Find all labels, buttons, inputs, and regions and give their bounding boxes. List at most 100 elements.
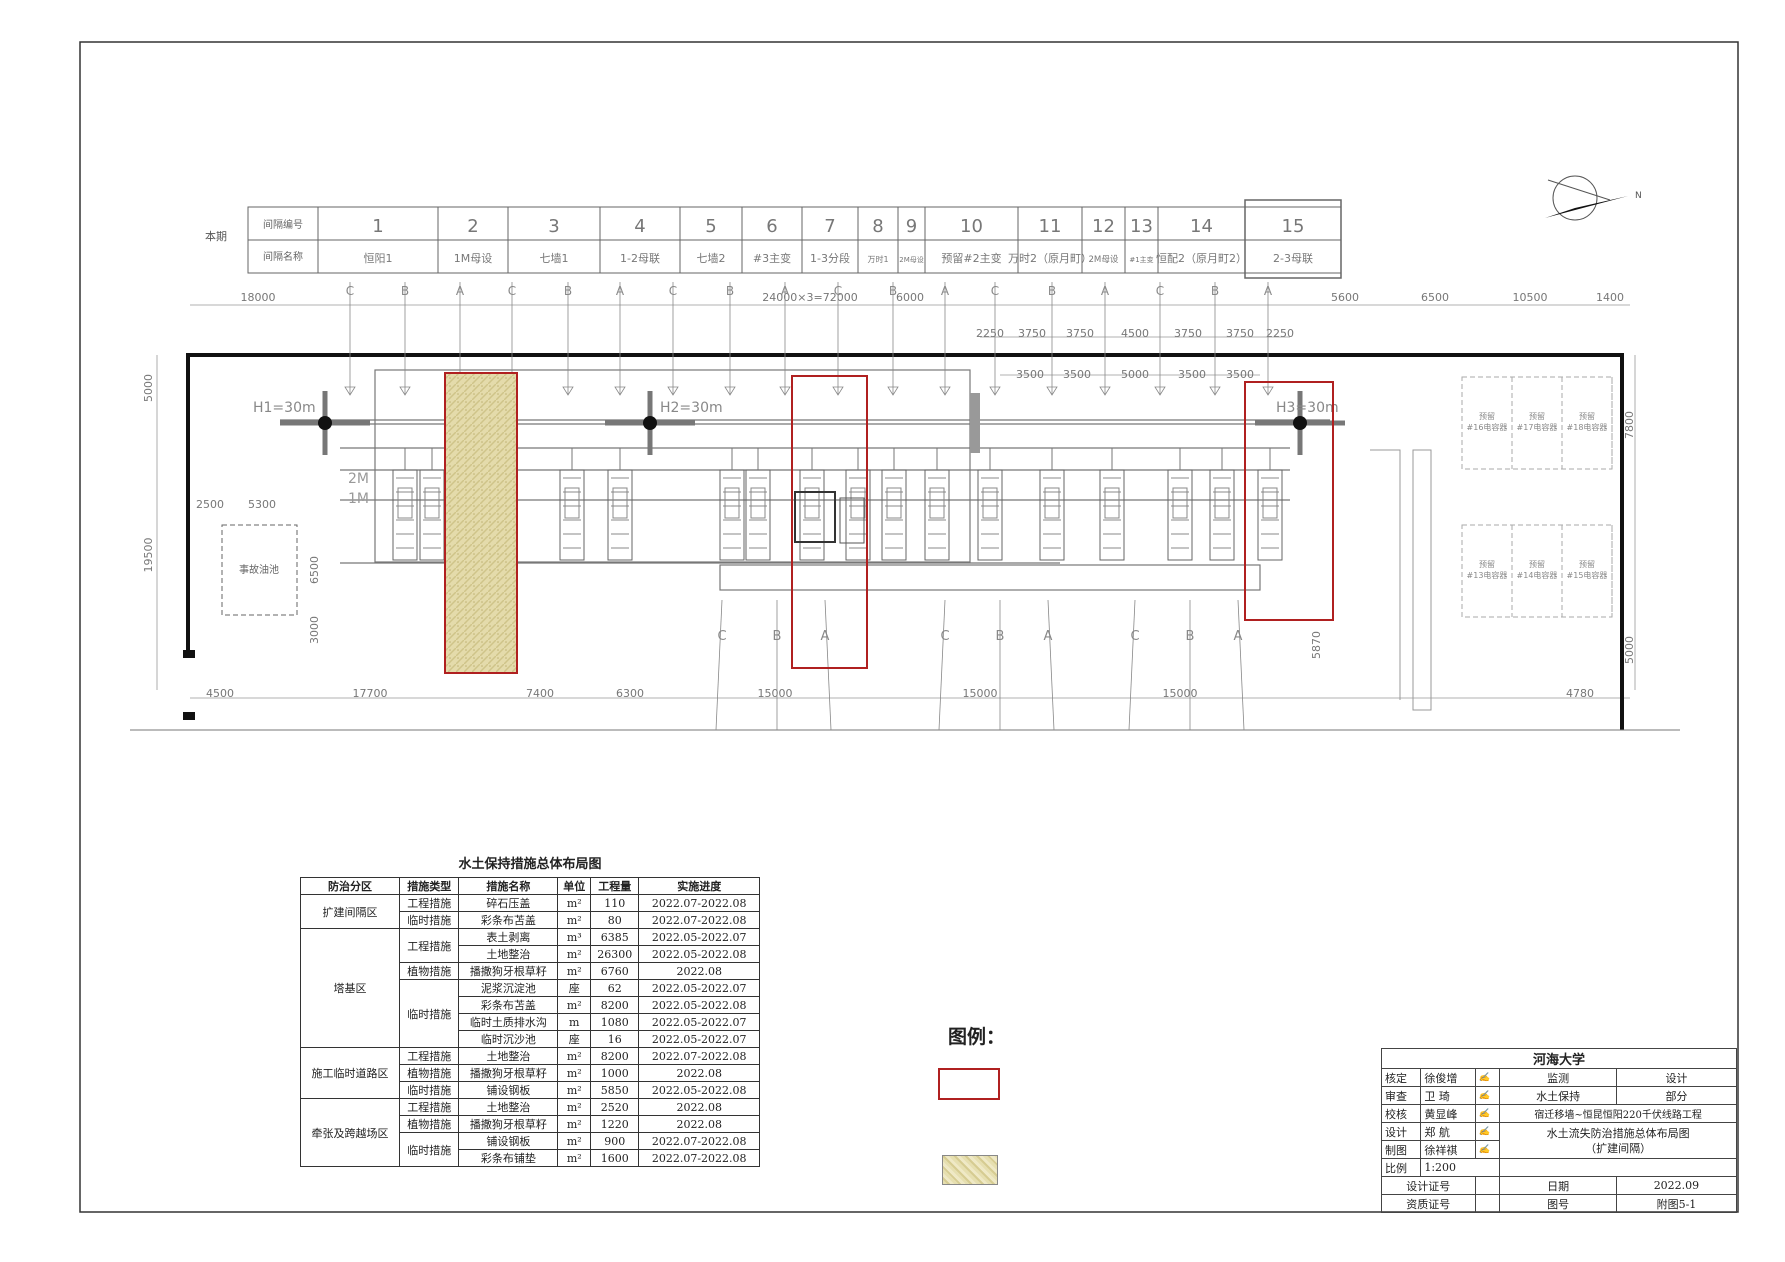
bay-number: 10 [960, 216, 983, 237]
dimension-text: 18000 [241, 291, 276, 304]
table-cell-type: 植物措施 [399, 1064, 460, 1082]
sheet-frame [79, 41, 1739, 1213]
insulator-icon [562, 386, 574, 396]
table-cell-period: 2022.05-2022.08 [638, 1081, 760, 1099]
dimension-text: 3500 [1178, 368, 1206, 381]
table-cell-qty: 6760 [590, 962, 640, 980]
column-header: 防治分区 [299, 877, 401, 895]
table-cell-unit: m² [557, 962, 592, 980]
signature: ✍ [1474, 1140, 1501, 1159]
dimension-text: 5000 [142, 374, 155, 402]
outgoing-line [715, 599, 723, 731]
insulator-icon [399, 386, 411, 396]
column-header: 措施名称 [458, 877, 559, 895]
table-cell-qty: 2520 [590, 1098, 640, 1116]
lightning-rod [280, 391, 370, 455]
bay-number: 12 [1092, 216, 1115, 237]
phase-label: A [1264, 284, 1273, 298]
drawing-subtitle: （扩建间隔） [1585, 1141, 1652, 1155]
reserved-area [1461, 524, 1613, 618]
outgoing-line [1047, 599, 1055, 731]
phase-label: B [726, 284, 734, 298]
bay-name: 七墙2 [697, 251, 726, 265]
bus-label-1m: 1M [348, 491, 369, 507]
lightning-rod-icon [643, 416, 657, 430]
signature: ✍ [1474, 1104, 1501, 1123]
switchgear-bay [392, 448, 418, 561]
table-cell-unit: m² [557, 1098, 592, 1116]
transformer-bay [794, 491, 865, 544]
dimension-text: 15000 [758, 687, 793, 700]
table-cell-period: 2022.07-2022.08 [638, 1149, 760, 1167]
bay-number: 9 [906, 216, 917, 237]
table-cell-unit: m² [557, 911, 592, 929]
phase-label: C [717, 629, 726, 644]
fig-label: 图号 [1499, 1194, 1617, 1213]
switchgear-bay [1099, 448, 1125, 561]
phase-label: A [941, 284, 950, 298]
table-cell-period: 2022.05-2022.08 [638, 945, 760, 963]
legend-red-box [938, 1068, 1000, 1100]
crushed-stone-area [444, 372, 518, 674]
dimension-text: 6500 [308, 556, 321, 584]
table-cell-name: 播撒狗牙根草籽 [458, 1064, 559, 1082]
table-cell-qty: 1600 [590, 1149, 640, 1167]
scale-value: 1:200 [1420, 1158, 1501, 1177]
table-cell-unit: m² [557, 894, 592, 912]
column-header: 措施类型 [399, 877, 460, 895]
bay-row-label: 本期 [205, 229, 227, 243]
table-cell-period: 2022.07-2022.08 [638, 1047, 760, 1065]
insulator-icon [1046, 386, 1058, 396]
bay-header-table [247, 199, 1342, 279]
phase-label: C [940, 629, 949, 644]
table-cell-qty: 6385 [590, 928, 640, 946]
dimension-text: 6000 [896, 291, 924, 304]
table-cell-period: 2022.05-2022.07 [638, 979, 760, 997]
phase-label: A [456, 284, 465, 298]
table-cell-unit: m² [557, 1115, 592, 1133]
insulator-icon [344, 386, 356, 396]
expansion-bay-highlight-1 [791, 375, 868, 669]
cable-trench [1370, 449, 1432, 711]
switchgear-bay [799, 448, 825, 561]
column-header: 工程量 [590, 877, 640, 895]
table-cell-name: 临时沉沙池 [458, 1030, 559, 1048]
bay-number: 7 [824, 216, 835, 237]
phase-label: C [508, 284, 516, 298]
bay-name: 2M母设 [1088, 254, 1118, 265]
dimension-text: 5300 [248, 498, 276, 511]
bay-name: 1M母设 [454, 252, 493, 265]
table-cell-period: 2022.07-2022.08 [638, 911, 760, 929]
dimension-text: 2250 [976, 327, 1004, 340]
table-cell-unit: m² [557, 1149, 592, 1167]
person-name: 黄显峰 [1420, 1104, 1476, 1123]
table-cell-name: 播撒狗牙根草籽 [458, 1115, 559, 1133]
dimension-text: 1400 [1596, 291, 1624, 304]
dimension-text: 5000 [1623, 636, 1636, 664]
table-cell-type: 工程措施 [399, 1047, 460, 1065]
switchgear-bay [419, 448, 445, 561]
table-cell-qty: 900 [590, 1132, 640, 1150]
part: 部分 [1615, 1086, 1738, 1105]
bay-name-header: 间隔名称 [263, 250, 303, 263]
phase-label: A [781, 284, 790, 298]
table-cell-type: 临时措施 [399, 1081, 460, 1099]
bay-number: 14 [1190, 216, 1213, 237]
switchgear-bay [1209, 448, 1235, 561]
dimension-text: 15000 [963, 687, 998, 700]
qual-label: 资质证号 [1381, 1194, 1476, 1213]
insulator-icon [939, 386, 951, 396]
bay-number: 13 [1130, 216, 1153, 237]
dimension-text: 3500 [1063, 368, 1091, 381]
table-cell-name: 铺设钢板 [458, 1132, 559, 1150]
expansion-bay-highlight-2 [1244, 381, 1334, 621]
date-label: 日期 [1499, 1176, 1617, 1195]
dimension-text: 2500 [196, 498, 224, 511]
bay-name: 恒配2（原月町2） [1156, 252, 1247, 265]
